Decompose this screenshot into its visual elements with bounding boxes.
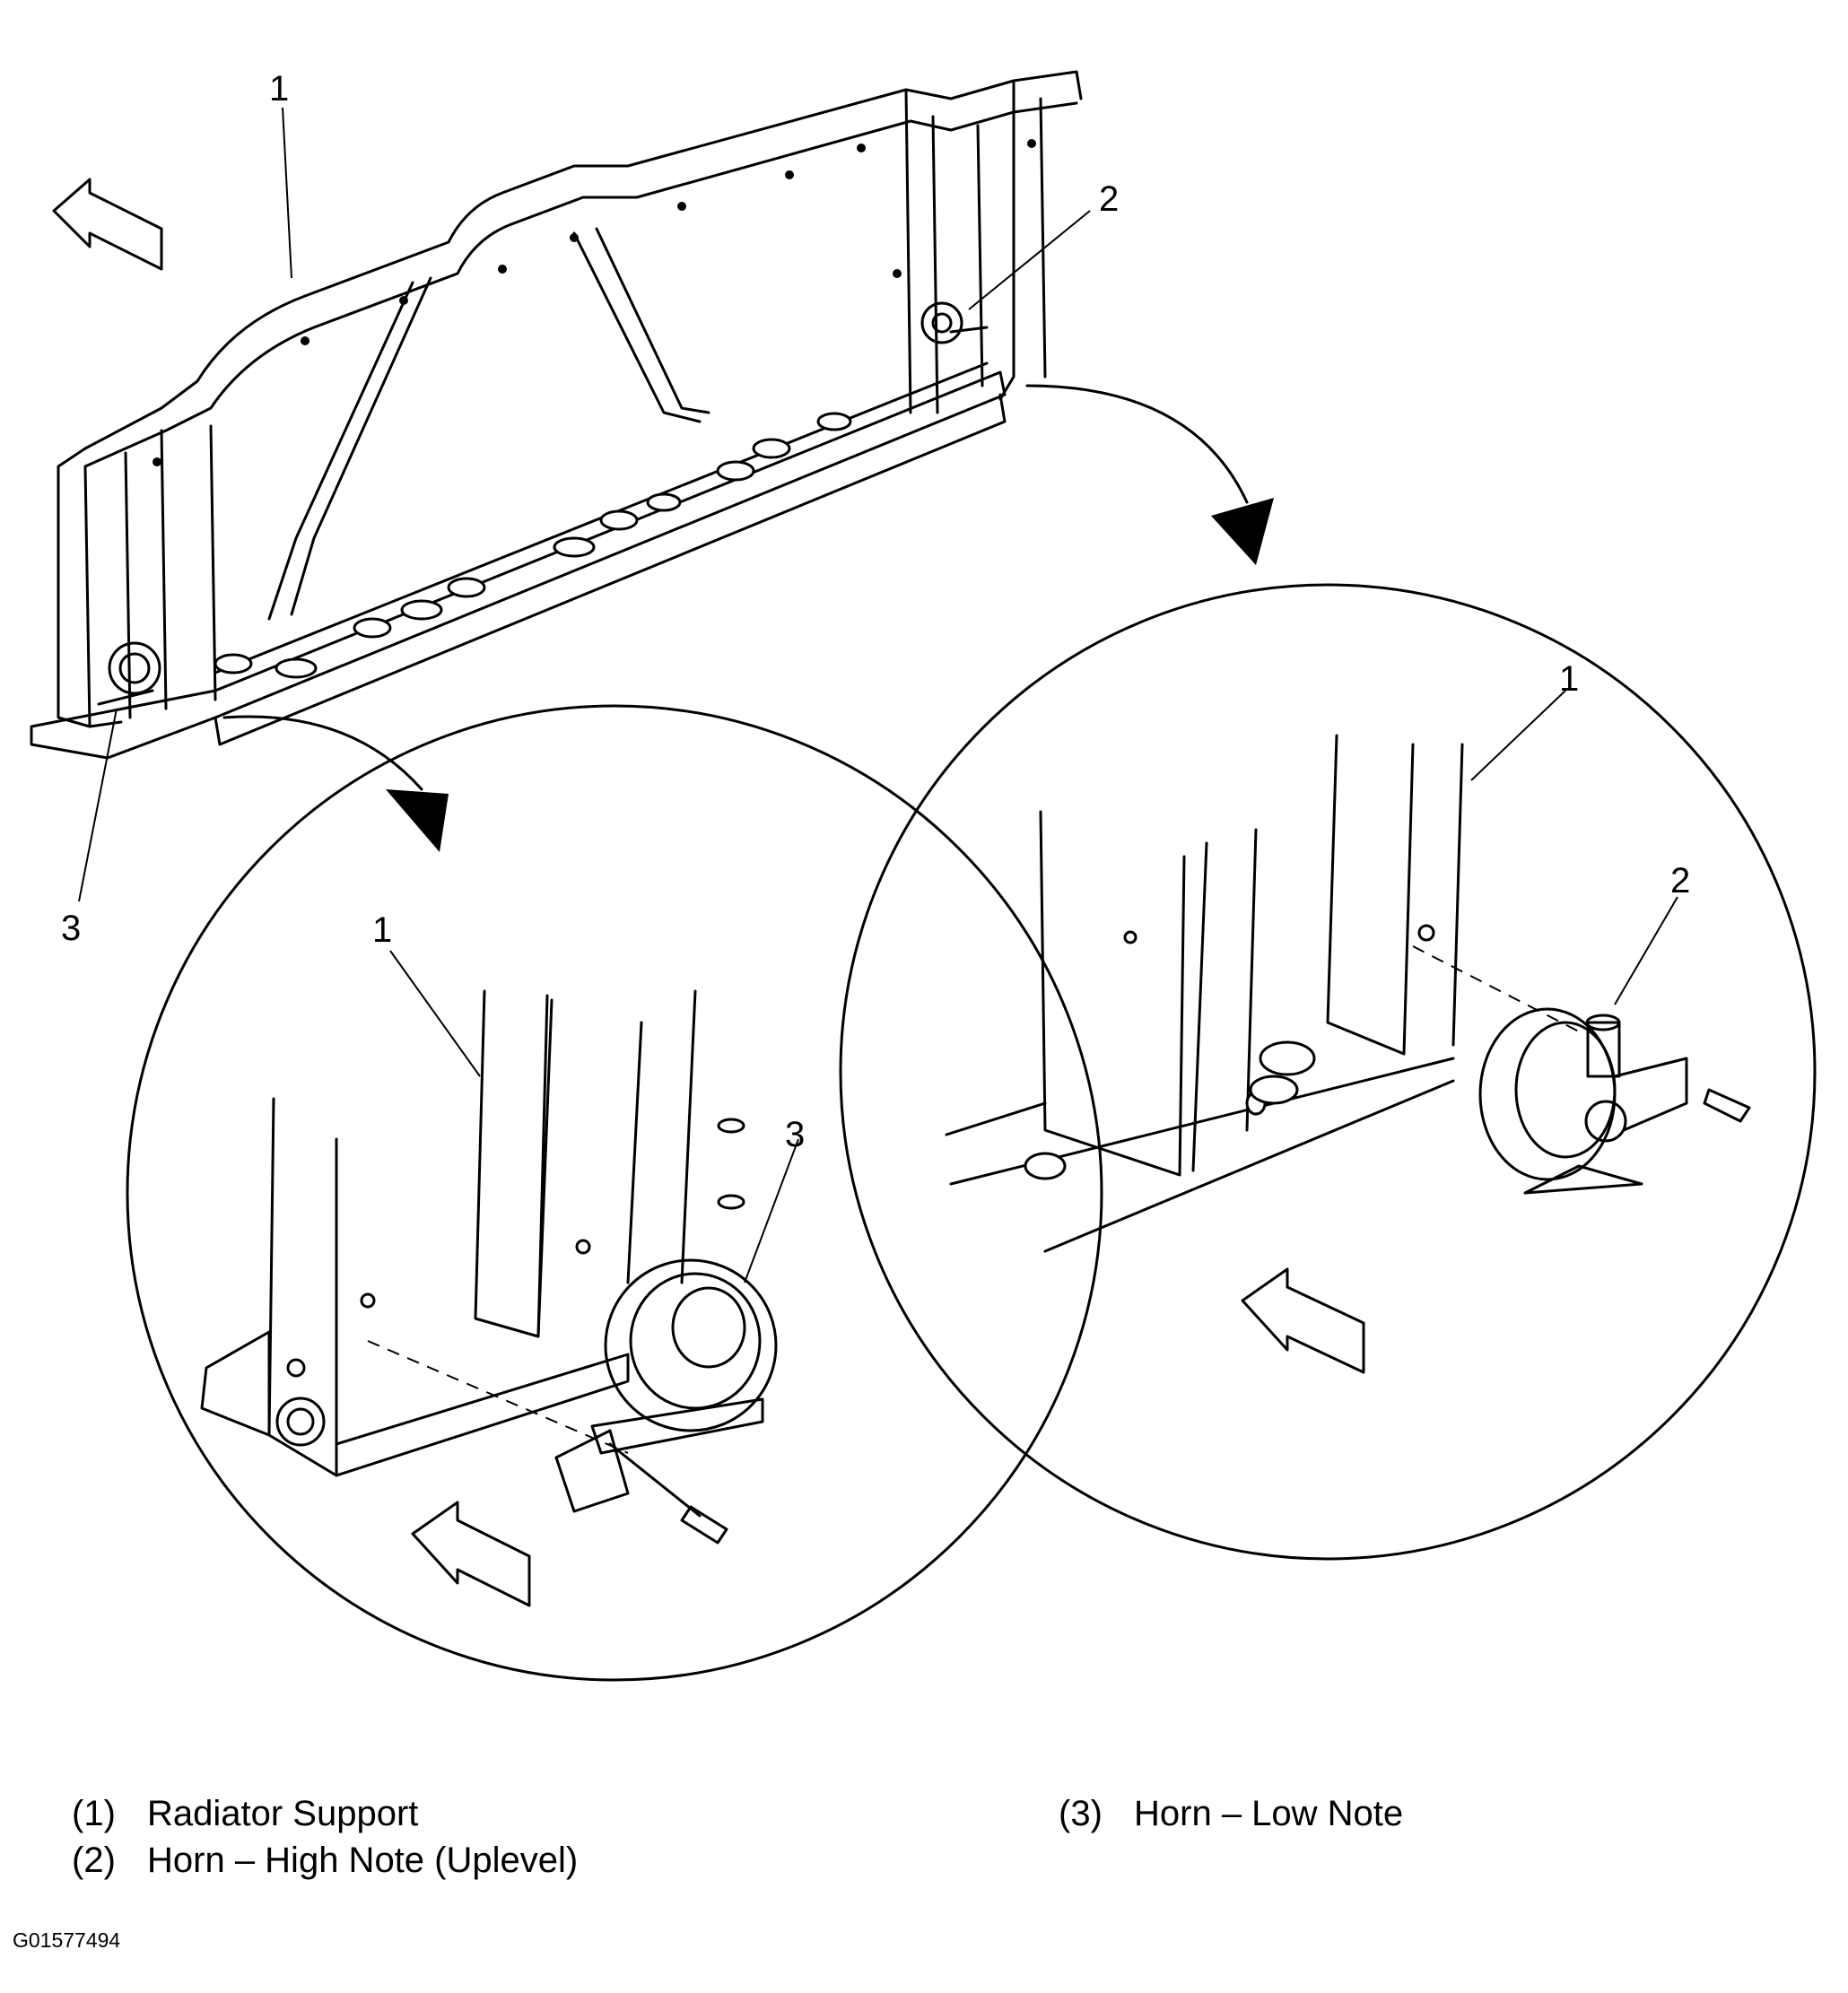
legend-number: (2) bbox=[72, 1841, 116, 1880]
curved-arrow-left bbox=[222, 715, 423, 791]
callout-right-1: 1 bbox=[1559, 659, 1579, 699]
leader-left-1 bbox=[389, 950, 481, 1077]
callout-main-2: 2 bbox=[1099, 179, 1119, 219]
leader-main-3 bbox=[78, 708, 118, 902]
legend-number: (3) bbox=[1059, 1794, 1103, 1833]
leader-right-2 bbox=[1614, 896, 1678, 1005]
horn-high-note-detail bbox=[1478, 1007, 1751, 1195]
detail-circle-left bbox=[126, 704, 1103, 1682]
legend-item-1: (1) Radiator Support bbox=[72, 1792, 418, 1835]
detail-circle-right bbox=[839, 583, 1817, 1561]
callout-right-2: 2 bbox=[1670, 861, 1690, 901]
callout-left-1: 1 bbox=[372, 910, 392, 950]
legend-item-2: (2) Horn – High Note (Uplevel) bbox=[72, 1839, 578, 1882]
leader-main-1 bbox=[282, 107, 292, 279]
callout-left-3: 3 bbox=[785, 1115, 805, 1154]
legend-label: Radiator Support bbox=[147, 1794, 419, 1833]
leader-right-1 bbox=[1470, 690, 1566, 781]
horn-low-note-detail bbox=[554, 1258, 778, 1545]
curved-arrow-right bbox=[1025, 384, 1249, 504]
radiator-support-frame bbox=[30, 70, 1083, 760]
legend-number: (1) bbox=[72, 1794, 116, 1833]
legend-label: Horn – High Note (Uplevel) bbox=[147, 1841, 579, 1880]
legend-item-3: (3) Horn – Low Note bbox=[1059, 1792, 1403, 1835]
legend-label: Horn – Low Note bbox=[1134, 1794, 1404, 1833]
figure-id: G01577494 bbox=[13, 1928, 121, 1952]
callout-main-1: 1 bbox=[269, 69, 289, 109]
leader-main-2 bbox=[968, 210, 1091, 310]
callout-main-3: 3 bbox=[61, 909, 81, 948]
leader-left-3 bbox=[744, 1138, 799, 1284]
